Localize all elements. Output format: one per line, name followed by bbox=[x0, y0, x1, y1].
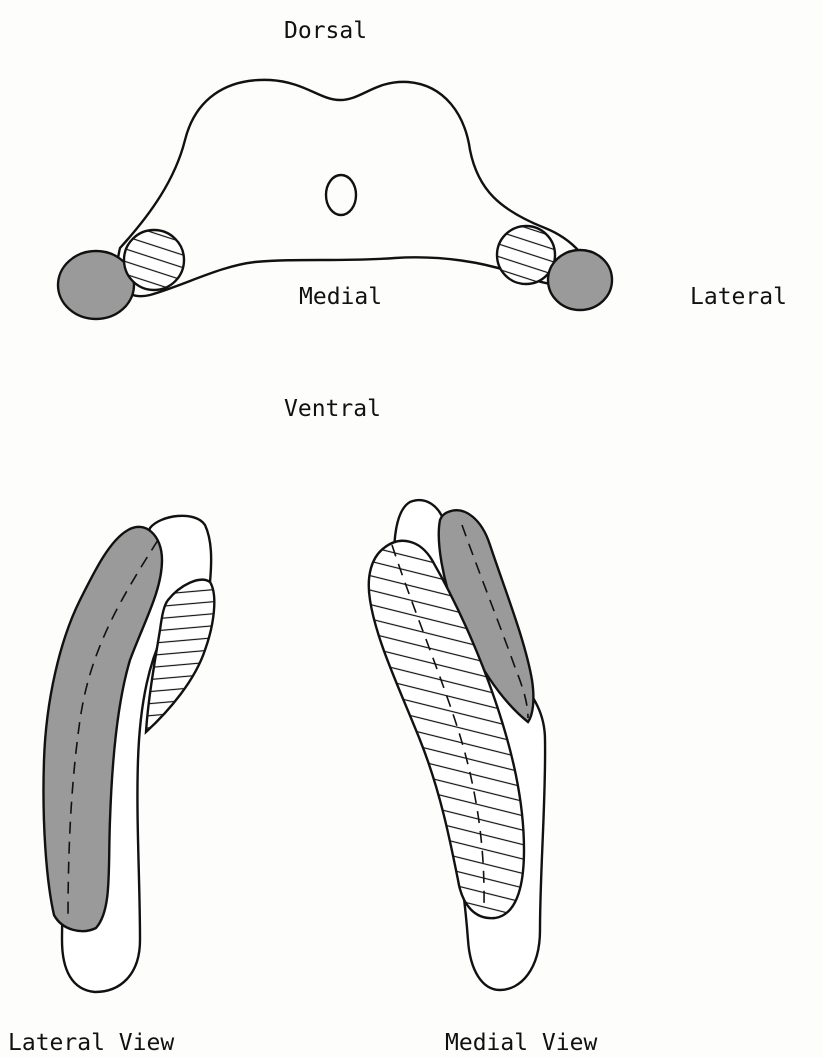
label-lateral-view: Lateral View bbox=[8, 1030, 174, 1056]
lateral-view-figure bbox=[43, 516, 214, 992]
right-hatch-pattern bbox=[497, 226, 555, 284]
right-shaded-region bbox=[548, 250, 612, 310]
label-lateral: Lateral bbox=[690, 284, 787, 310]
central-canal bbox=[326, 175, 356, 215]
lateral-view-shaded-region bbox=[43, 527, 162, 931]
label-medial: Medial bbox=[299, 284, 382, 310]
left-shaded-region bbox=[58, 251, 134, 319]
label-medial-view: Medial View bbox=[445, 1030, 597, 1056]
label-ventral: Ventral bbox=[284, 396, 381, 422]
medial-view-figure bbox=[369, 500, 545, 990]
left-hatch-pattern bbox=[124, 230, 184, 290]
label-dorsal: Dorsal bbox=[284, 18, 367, 44]
